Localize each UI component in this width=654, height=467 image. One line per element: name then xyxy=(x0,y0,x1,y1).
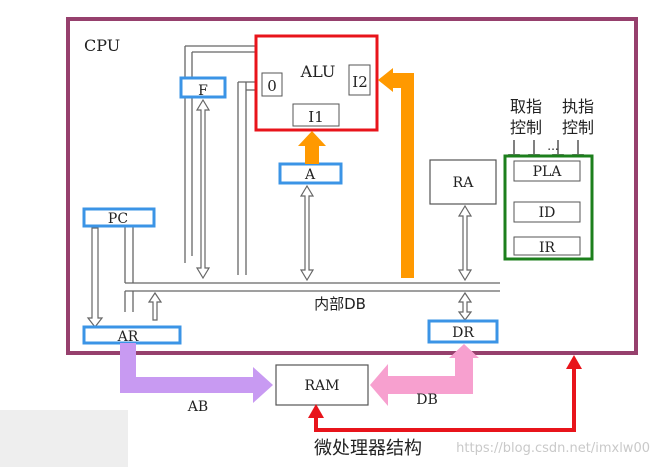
red-arrowhead-cpu xyxy=(566,355,582,369)
register-a-label: A xyxy=(304,167,316,183)
alu-label: ALU xyxy=(300,62,336,81)
purple-arrow-ar-to-ram xyxy=(120,343,273,403)
register-ra-label: RA xyxy=(453,175,475,191)
red-arrow-ram-to-cpu xyxy=(314,362,576,432)
ram-label: RAM xyxy=(305,378,340,394)
register-pc-label: PC xyxy=(108,211,128,227)
ab-bus-label: AB xyxy=(187,399,208,415)
control-ellipsis: ... xyxy=(547,139,558,153)
orange-arrow-a-to-i1 xyxy=(298,131,326,164)
register-ar-label: AR xyxy=(117,329,139,345)
diagram-title: 微处理器结构 xyxy=(314,438,422,459)
background-panel xyxy=(0,410,128,467)
exec-control-line1: 执指 xyxy=(562,97,594,116)
alu-unit: ALU 0 I2 I1 xyxy=(254,34,379,132)
register-pc: PC xyxy=(82,207,156,228)
register-ra: RA xyxy=(429,159,497,205)
exec-control-line2: 控制 xyxy=(562,118,594,137)
register-f-label: F xyxy=(198,83,208,99)
ir-label: IR xyxy=(539,240,556,256)
alu-i2-input: I2 xyxy=(352,73,367,91)
register-f: F xyxy=(179,76,227,99)
pink-arrow-dr-ram xyxy=(370,344,479,406)
alu-i1-input: I1 xyxy=(308,108,323,126)
register-dr-label: DR xyxy=(452,325,474,341)
bus-connectors xyxy=(86,98,551,328)
register-ar: AR xyxy=(82,325,182,345)
db-bus-label: DB xyxy=(416,392,438,408)
watermark-text: https://blog.csdn.net/imxlw00 xyxy=(456,441,650,456)
fetch-control-line2: 控制 xyxy=(510,118,542,137)
control-unit: PLA ID IR xyxy=(503,154,594,261)
cpu-label: CPU xyxy=(84,36,120,55)
fetch-control-line1: 取指 xyxy=(510,97,542,116)
ram-module: RAM xyxy=(275,364,369,406)
register-dr: DR xyxy=(427,319,499,344)
cpu-boundary xyxy=(66,17,638,355)
id-label: ID xyxy=(539,205,556,221)
red-arrowhead-ram xyxy=(308,404,324,418)
pla-label: PLA xyxy=(533,164,563,180)
orange-arrow-bus-to-i2 xyxy=(378,68,414,278)
internal-bus-label: 内部DB xyxy=(314,295,366,313)
internal-bus xyxy=(124,45,500,312)
alu-zero-input: 0 xyxy=(267,77,277,95)
register-a: A xyxy=(278,162,343,185)
